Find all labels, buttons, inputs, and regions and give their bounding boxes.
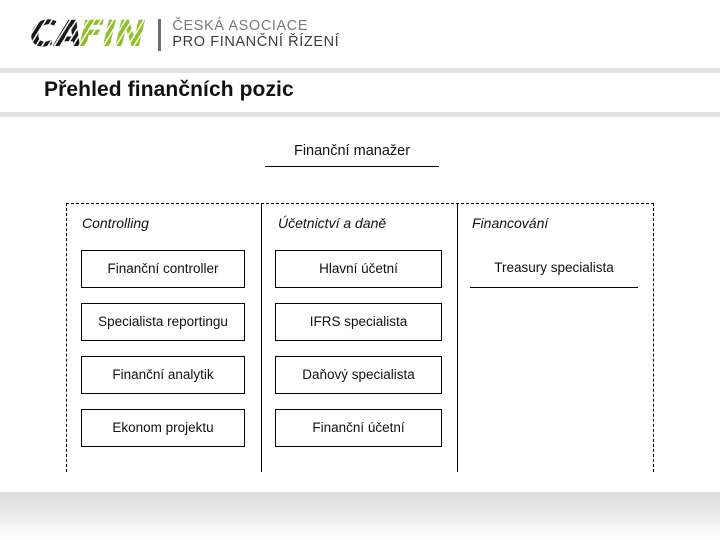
logo-divider xyxy=(158,19,162,51)
node-ifrs-specialista: IFRS specialista xyxy=(275,303,442,341)
footer-gradient-band xyxy=(0,492,720,540)
column-divider-2 xyxy=(457,203,458,472)
header-bar: CA FIN ČESKÁ ASOCIACE PRO FINANČNÍ ŘÍZEN… xyxy=(0,0,720,68)
title-rule-top xyxy=(0,68,720,73)
chart-dashed-frame xyxy=(66,203,654,472)
node-specialista-reportingu: Specialista reportingu xyxy=(81,303,245,341)
node-label: IFRS specialista xyxy=(309,314,408,330)
node-label: Finanční analytik xyxy=(112,367,214,383)
node-label: Finanční účetní xyxy=(312,420,405,436)
logo-tagline-line-1: ČESKÁ ASOCIACE xyxy=(172,18,309,35)
node-stack: Treasury specialista xyxy=(458,250,654,303)
node-label: Hlavní účetní xyxy=(319,261,398,277)
column-controlling: Controlling Finanční controller Speciali… xyxy=(66,203,261,472)
column-heading: Controlling xyxy=(82,215,149,231)
node-stack: Hlavní účetní IFRS specialista Daňový sp… xyxy=(262,250,457,462)
org-chart: Finanční manažer Controlling Finanční co… xyxy=(0,118,720,488)
node-label: Specialista reportingu xyxy=(98,314,228,330)
column-heading: Účetnictví a daně xyxy=(278,215,387,231)
logo-tagline: ČESKÁ ASOCIACE PRO FINANČNÍ ŘÍZENÍ xyxy=(172,19,339,50)
node-label: Treasury specialista xyxy=(494,259,614,275)
node-hlavni-ucetni: Hlavní účetní xyxy=(275,250,442,288)
column-heading: Financování xyxy=(472,215,549,231)
title-rule-bottom xyxy=(0,112,720,117)
column-divider-1 xyxy=(261,203,262,472)
node-label: Finanční manažer xyxy=(293,143,411,159)
node-underline xyxy=(265,166,439,167)
node-financni-analytik: Finanční analytik xyxy=(81,356,245,394)
logo-ca-text: CA xyxy=(29,14,84,55)
node-label: Ekonom projektu xyxy=(112,420,214,436)
column-financovani: Financování Treasury specialista xyxy=(458,203,654,472)
node-financni-controller: Finanční controller xyxy=(81,250,245,288)
node-ekonom-projektu: Ekonom projektu xyxy=(81,409,245,447)
column-ucetnictvi-a-dane: Účetnictví a daně Hlavní účetní IFRS spe… xyxy=(262,203,457,472)
node-financni-manazer: Finanční manažer xyxy=(265,143,439,167)
node-stack: Finanční controller Specialista reportin… xyxy=(66,250,261,462)
node-danovy-specialista: Daňový specialista xyxy=(275,356,442,394)
node-label: Finanční controller xyxy=(107,261,219,277)
logo-fin-text: FIN xyxy=(78,14,146,55)
node-treasury-specialista: Treasury specialista xyxy=(470,250,638,288)
node-label: Daňový specialista xyxy=(302,367,415,383)
page-title: Přehled finančních pozic xyxy=(44,78,294,101)
logo-wordmark: CA FIN xyxy=(29,14,146,55)
logo-tagline-line-2: PRO FINANČNÍ ŘÍZENÍ xyxy=(172,34,340,50)
cafin-logo: CA FIN ČESKÁ ASOCIACE PRO FINANČNÍ ŘÍZEN… xyxy=(29,12,339,58)
node-financni-ucetni: Finanční účetní xyxy=(275,409,442,447)
